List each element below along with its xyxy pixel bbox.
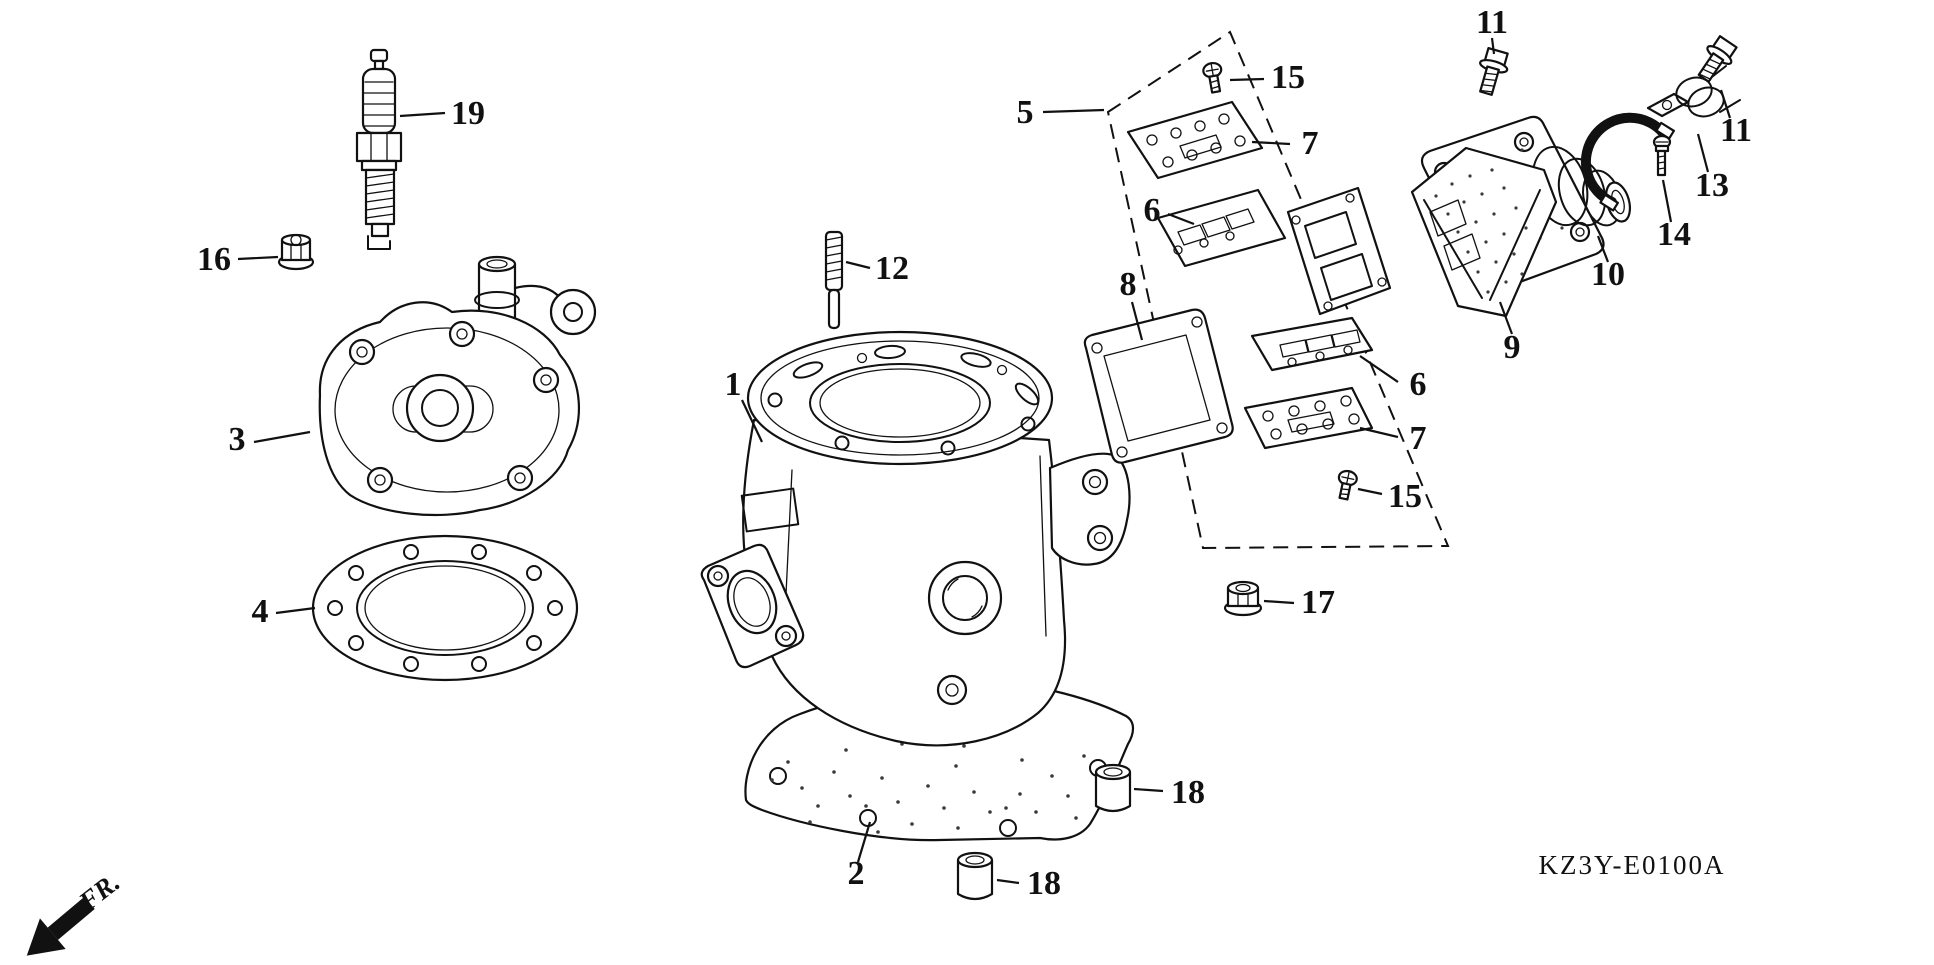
svg-text:2: 2: [848, 855, 865, 892]
head-water-union: [474, 255, 597, 336]
callout-6-upper[interactable]: 6: [1144, 192, 1195, 229]
callout-11-right[interactable]: 11: [1720, 89, 1752, 149]
callout-7-upper[interactable]: 7: [1251, 125, 1319, 162]
cage-speckle-texture: [1434, 168, 1528, 294]
callout-13[interactable]: 13: [1695, 133, 1729, 204]
cylinder: [700, 330, 1131, 747]
svg-text:4: 4: [252, 593, 269, 630]
callout-1[interactable]: 1: [725, 366, 763, 443]
svg-text:11: 11: [1720, 112, 1752, 149]
callout-14[interactable]: 14: [1657, 179, 1691, 253]
tube-clip: [1646, 65, 1741, 118]
reed-screw-upper: [1202, 61, 1223, 94]
reed-valve-seat: [1286, 186, 1392, 316]
cap-nut: [277, 233, 315, 271]
callout-18-lower[interactable]: 18: [996, 865, 1061, 902]
svg-text:18: 18: [1027, 865, 1061, 902]
callout-12[interactable]: 12: [845, 250, 909, 287]
svg-text:19: 19: [451, 95, 485, 132]
spark-plug: [355, 48, 403, 250]
svg-text:15: 15: [1388, 478, 1422, 515]
svg-text:6: 6: [1410, 366, 1427, 403]
callout-15-lower[interactable]: 15: [1357, 478, 1422, 515]
callout-2[interactable]: 2: [848, 821, 872, 892]
front-direction-arrow: [26, 896, 95, 956]
svg-text:14: 14: [1657, 216, 1691, 253]
cylinder-head: [318, 301, 580, 517]
head-gasket: [311, 534, 579, 682]
svg-text:15: 15: [1271, 59, 1305, 96]
clamp-band: [1580, 112, 1676, 212]
svg-text:5: 5: [1017, 94, 1034, 131]
callout-16[interactable]: 16: [197, 241, 279, 278]
svg-text:12: 12: [875, 250, 909, 287]
svg-text:8: 8: [1120, 266, 1137, 303]
svg-text:3: 3: [229, 421, 246, 458]
callout-4[interactable]: 4: [252, 593, 316, 630]
callout-11-left[interactable]: 11: [1476, 4, 1508, 55]
exhaust-port: [726, 569, 778, 635]
callout-9[interactable]: 9: [1498, 301, 1521, 366]
reed-screw-lower: [1337, 469, 1358, 501]
dowel-collar-lower: [956, 851, 994, 901]
callout-10[interactable]: 10: [1591, 235, 1625, 293]
svg-text:7: 7: [1302, 125, 1319, 162]
cylinder-front-boss: [927, 560, 1003, 636]
reed-valve-cage: [1410, 146, 1558, 318]
flange-nut: [1223, 580, 1263, 617]
cylinder-side-window: [740, 487, 800, 533]
callout-6-lower[interactable]: 6: [1359, 355, 1427, 403]
svg-text:9: 9: [1504, 329, 1521, 366]
svg-text:1: 1: [725, 366, 742, 403]
cylinder-deck: [746, 330, 1054, 466]
reed-stopper-plate-lower: [1243, 386, 1374, 450]
flange-bolt-left: [1479, 46, 1509, 96]
flange-bolt-right: [1697, 35, 1738, 83]
svg-text:13: 13: [1695, 167, 1729, 204]
stud-bolt: [824, 230, 844, 330]
callout-5[interactable]: 5: [1017, 94, 1105, 131]
svg-text:17: 17: [1301, 584, 1335, 621]
svg-text:11: 11: [1476, 4, 1508, 41]
reed-petal-lower: [1250, 316, 1374, 372]
spring-clamp: [1675, 65, 1741, 118]
cylinder-bore: [809, 363, 991, 443]
reed-assembly-boundary: [1106, 30, 1450, 550]
diagram-code: KZ3Y-E0100A: [1539, 850, 1726, 880]
reed-petal-upper: [1156, 188, 1287, 268]
spark-plug-hole: [405, 373, 475, 443]
dowel-collar-upper: [1094, 763, 1132, 813]
svg-text:18: 18: [1171, 774, 1205, 811]
callout-19[interactable]: 19: [399, 95, 485, 132]
svg-text:6: 6: [1144, 192, 1161, 229]
svg-text:7: 7: [1410, 420, 1427, 457]
reed-stopper-plate-upper: [1126, 100, 1264, 180]
callout-3[interactable]: 3: [229, 421, 311, 458]
svg-text:10: 10: [1591, 256, 1625, 293]
callout-17[interactable]: 17: [1263, 584, 1335, 621]
callout-15-upper[interactable]: 15: [1229, 59, 1305, 96]
callout-7-lower[interactable]: 7: [1359, 420, 1427, 457]
callout-8[interactable]: 8: [1120, 266, 1144, 341]
svg-text:16: 16: [197, 241, 231, 278]
callout-18-upper[interactable]: 18: [1133, 774, 1205, 811]
reed-valve-gasket: [1083, 308, 1234, 464]
clamp-screw: [1652, 134, 1672, 177]
